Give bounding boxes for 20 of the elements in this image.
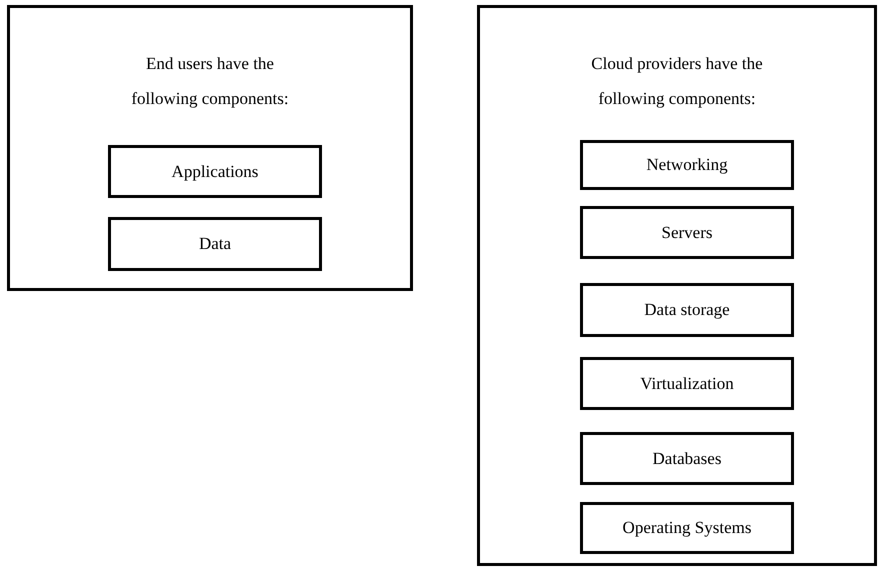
- group-panel: [7, 5, 413, 291]
- component-label: Operating Systems: [622, 518, 752, 538]
- component-box: [108, 217, 322, 271]
- component-label: Networking: [645, 155, 729, 175]
- component-label: Servers: [660, 222, 714, 242]
- component-label: Data storage: [643, 300, 731, 320]
- component-box: [580, 502, 794, 554]
- group-panel: [477, 5, 877, 566]
- component-box: [580, 206, 794, 259]
- component-box: [108, 145, 322, 198]
- component-box: [580, 140, 794, 190]
- component-label: Databases: [652, 448, 722, 468]
- component-label: Applications: [170, 162, 260, 182]
- component-box: [580, 357, 794, 410]
- component-label: Data: [198, 234, 232, 254]
- component-label: Virtualization: [639, 374, 735, 394]
- component-box: [580, 432, 794, 485]
- component-box: [580, 283, 794, 337]
- panel-heading: End users have the following components:: [130, 53, 290, 110]
- panel-heading: Cloud providers have the following components:: [590, 53, 764, 110]
